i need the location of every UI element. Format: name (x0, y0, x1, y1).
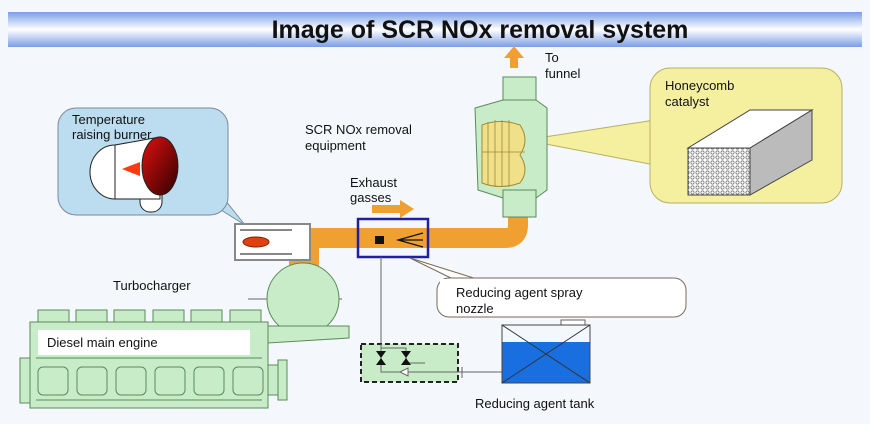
svg-text:Reducing agent spray: Reducing agent spray (456, 285, 583, 300)
svg-text:Temperature: Temperature (72, 112, 145, 127)
diagram-title: Image of SCR NOx removal system (272, 16, 689, 44)
scr-reactor (474, 76, 548, 218)
honeycomb-callout: Honeycomb catalyst (524, 67, 843, 204)
svg-text:raising burner: raising burner (72, 127, 152, 142)
svg-text:Reducing agent tank: Reducing agent tank (475, 396, 595, 411)
burner-icon (89, 136, 179, 213)
svg-text:Turbocharger: Turbocharger (113, 278, 191, 293)
burner-unit (234, 223, 311, 261)
nozzle-callout: Reducing agent spray nozzle (409, 257, 687, 318)
exhaust-flow-arrow (372, 200, 414, 218)
honeycomb-block (686, 109, 814, 196)
valve-icon (376, 351, 411, 365)
svg-text:funnel: funnel (545, 66, 581, 81)
svg-text:equipment: equipment (305, 138, 366, 153)
svg-text:To: To (545, 50, 559, 65)
burner-callout: Temperature raising burner (57, 107, 246, 226)
reducing-agent-tank (501, 319, 591, 384)
svg-text:catalyst: catalyst (665, 94, 709, 109)
turbocharger (248, 262, 342, 336)
svg-text:SCR NOx removal: SCR NOx removal (305, 122, 412, 137)
spray-nozzle (356, 217, 430, 259)
svg-text:Exhaust: Exhaust (350, 175, 397, 190)
svg-text:Diesel main engine: Diesel main engine (47, 335, 158, 350)
diesel-engine (19, 309, 350, 409)
svg-text:Honeycomb: Honeycomb (665, 78, 734, 93)
svg-text:gasses: gasses (350, 190, 392, 205)
svg-text:nozzle: nozzle (456, 301, 494, 316)
title-banner: Image of SCR NOx removal system (8, 12, 862, 47)
to-funnel-arrow: To funnel (504, 46, 581, 81)
